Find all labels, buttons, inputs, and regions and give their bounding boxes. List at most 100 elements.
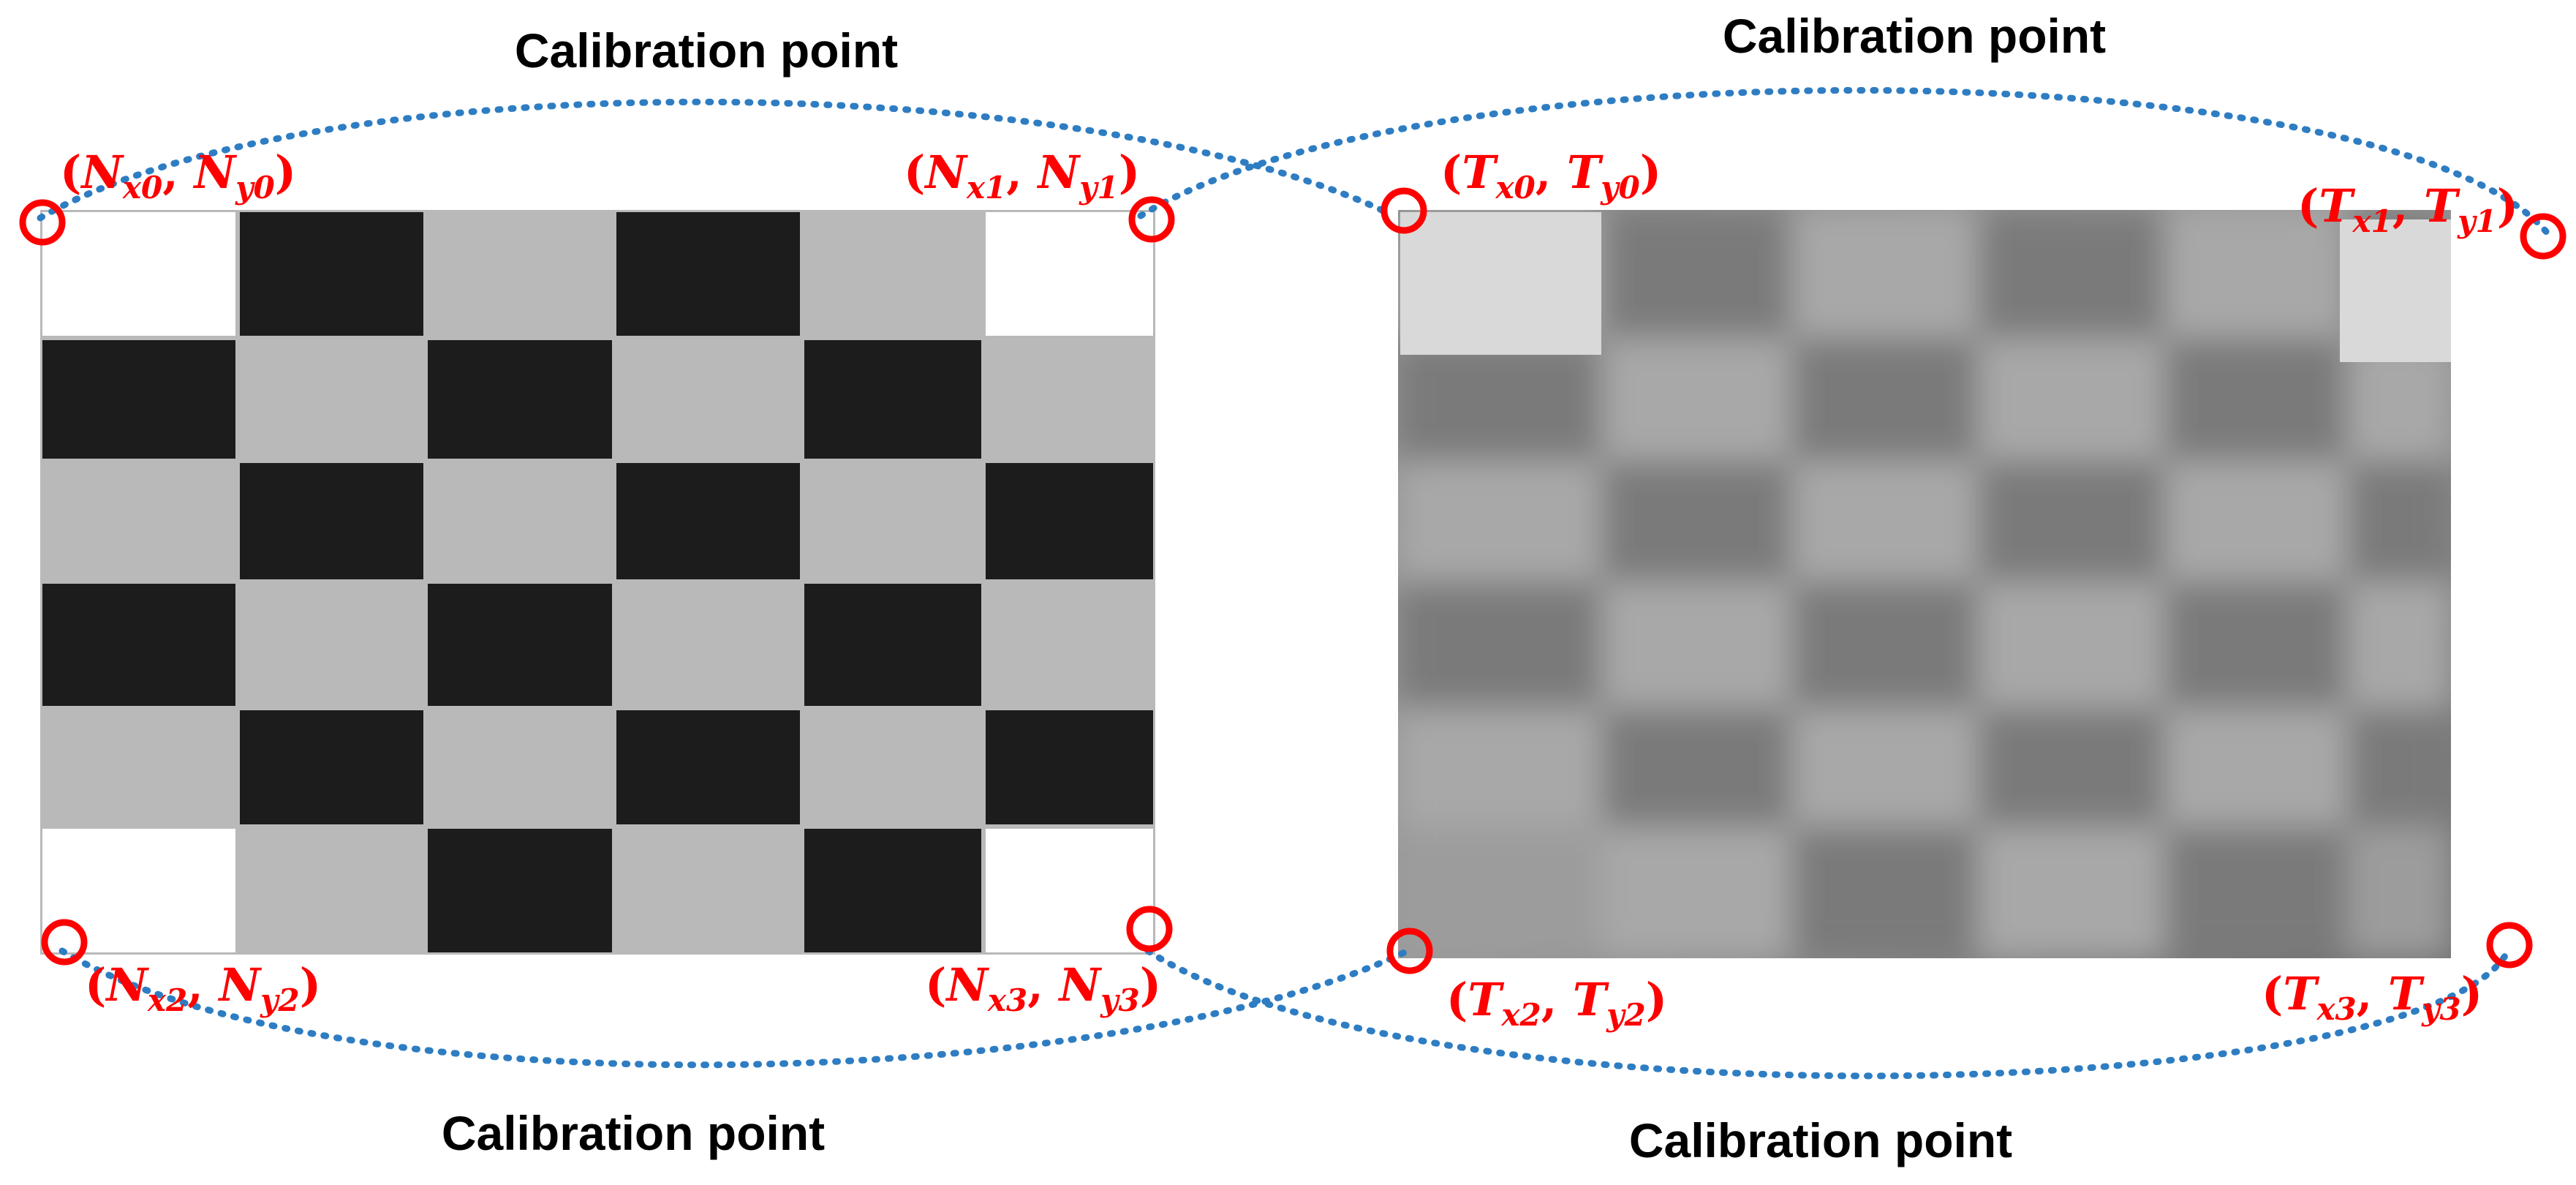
marker-nx0 xyxy=(19,199,66,246)
checker-tile xyxy=(240,710,423,824)
marker-tx1 xyxy=(2520,213,2566,260)
thermal-tile xyxy=(1978,582,2164,708)
thermal-tile xyxy=(1978,338,2164,461)
label-tx2: (Tx2, Ty2) xyxy=(1446,973,1667,1033)
marker-nx2 xyxy=(41,919,88,966)
checker-tile xyxy=(986,212,1153,336)
marker-nx1 xyxy=(1128,196,1175,243)
label-tx1: (Tx1, Ty1) xyxy=(2297,179,2518,239)
thermal-tile xyxy=(2164,827,2347,958)
thermal-tile xyxy=(2347,708,2451,827)
thermal-tile xyxy=(1978,461,2164,582)
thermal-tile xyxy=(1791,210,1978,338)
checker-tile xyxy=(42,584,235,706)
thermal-tile xyxy=(1601,338,1791,461)
checker-tile xyxy=(986,584,1153,706)
visible-checkerboard-image xyxy=(40,210,1389,955)
bottom-left-ellipse-arc xyxy=(58,947,1411,1069)
checker-tile xyxy=(428,829,612,952)
thermal-tile xyxy=(1601,461,1791,582)
thermal-tile xyxy=(1601,210,1791,338)
thermal-tile xyxy=(1601,708,1791,827)
checker-tile xyxy=(240,463,423,579)
thermal-tile xyxy=(1791,708,1978,827)
checker-tile xyxy=(240,340,423,459)
calibration-markers xyxy=(19,187,2566,974)
label-nx3: (Nx3, Ny3) xyxy=(925,958,1161,1018)
checker-tile xyxy=(804,584,981,706)
checker-tile xyxy=(42,212,235,336)
label-nx0: (Nx0, Ny0) xyxy=(60,146,296,206)
marker-tx3 xyxy=(2486,922,2533,968)
thermal-tile xyxy=(1398,827,1601,958)
thermal-tile xyxy=(1978,210,2164,338)
thermal-tile xyxy=(1398,338,1601,461)
checker-tile xyxy=(616,829,800,952)
thermal-tile xyxy=(2347,461,2451,582)
thermal-tile xyxy=(1601,827,1791,958)
checker-margin xyxy=(1159,210,1389,955)
checker-tile xyxy=(986,463,1153,579)
checker-tile xyxy=(804,829,981,952)
bottom-right-ellipse-arc xyxy=(1144,947,2512,1080)
caption-top-right: Calibration point xyxy=(1723,9,2106,63)
checker-tile xyxy=(616,710,800,824)
top-right-ellipse-arc xyxy=(1137,86,2552,238)
checker-tile xyxy=(986,829,1153,952)
thermal-tile xyxy=(2347,827,2451,958)
checker-tile xyxy=(804,212,981,336)
checker-tile xyxy=(986,340,1153,459)
thermal-checkerboard-image xyxy=(1398,210,2451,958)
checker-tile xyxy=(428,212,612,336)
checker-tile xyxy=(240,584,423,706)
calibration-ellipses xyxy=(37,86,2552,1080)
label-tx0: (Tx0, Ty0) xyxy=(1440,146,1661,206)
caption-bottom-right: Calibration point xyxy=(1629,1113,2012,1167)
label-nx1: (Nx1, Ny1) xyxy=(904,146,1140,206)
thermal-tile xyxy=(2164,582,2347,708)
thermal-tile xyxy=(1791,827,1978,958)
marker-tx0 xyxy=(1380,187,1427,234)
caption-bottom-left: Calibration point xyxy=(442,1106,825,1160)
checker-tile xyxy=(240,829,423,952)
checker-tile xyxy=(240,212,423,336)
thermal-tile xyxy=(2164,210,2347,338)
checker-tile xyxy=(428,710,612,824)
label-nx2: (Nx2, Ny2) xyxy=(85,958,321,1018)
checker-tile xyxy=(986,710,1153,824)
thermal-tile xyxy=(1978,827,2164,958)
thermal-tile xyxy=(1791,461,1978,582)
checker-tile xyxy=(42,710,235,824)
thermal-tile xyxy=(2164,708,2347,827)
checker-tile xyxy=(804,463,981,579)
checker-tile xyxy=(804,340,981,459)
thermal-corner-patch xyxy=(1400,212,1601,355)
thermal-tile xyxy=(2347,582,2451,708)
checker-tile xyxy=(428,463,612,579)
thermal-tile xyxy=(1791,582,1978,708)
thermal-tile xyxy=(1791,338,1978,461)
checker-tile xyxy=(616,584,800,706)
thermal-tile xyxy=(1601,582,1791,708)
marker-tx2 xyxy=(1386,928,1433,974)
thermal-tile xyxy=(1398,461,1601,582)
checker-tile xyxy=(428,340,612,459)
checker-tile xyxy=(42,463,235,579)
checker-tile xyxy=(42,340,235,459)
thermal-tile xyxy=(1978,708,2164,827)
thermal-tile xyxy=(2164,461,2347,582)
marker-nx3 xyxy=(1126,906,1173,952)
thermal-tile xyxy=(2164,338,2347,461)
checker-tile xyxy=(616,463,800,579)
checker-tile xyxy=(428,584,612,706)
thermal-tile xyxy=(1398,708,1601,827)
caption-top-left: Calibration point xyxy=(515,23,898,78)
label-tx3: (Tx3, Ty3) xyxy=(2262,967,2482,1027)
checker-tile xyxy=(42,829,235,952)
thermal-corner-patch xyxy=(2340,219,2451,362)
thermal-tile xyxy=(1398,582,1601,708)
top-left-ellipse-arc xyxy=(37,98,1393,222)
checker-tile xyxy=(804,710,981,824)
checker-tile xyxy=(616,340,800,459)
